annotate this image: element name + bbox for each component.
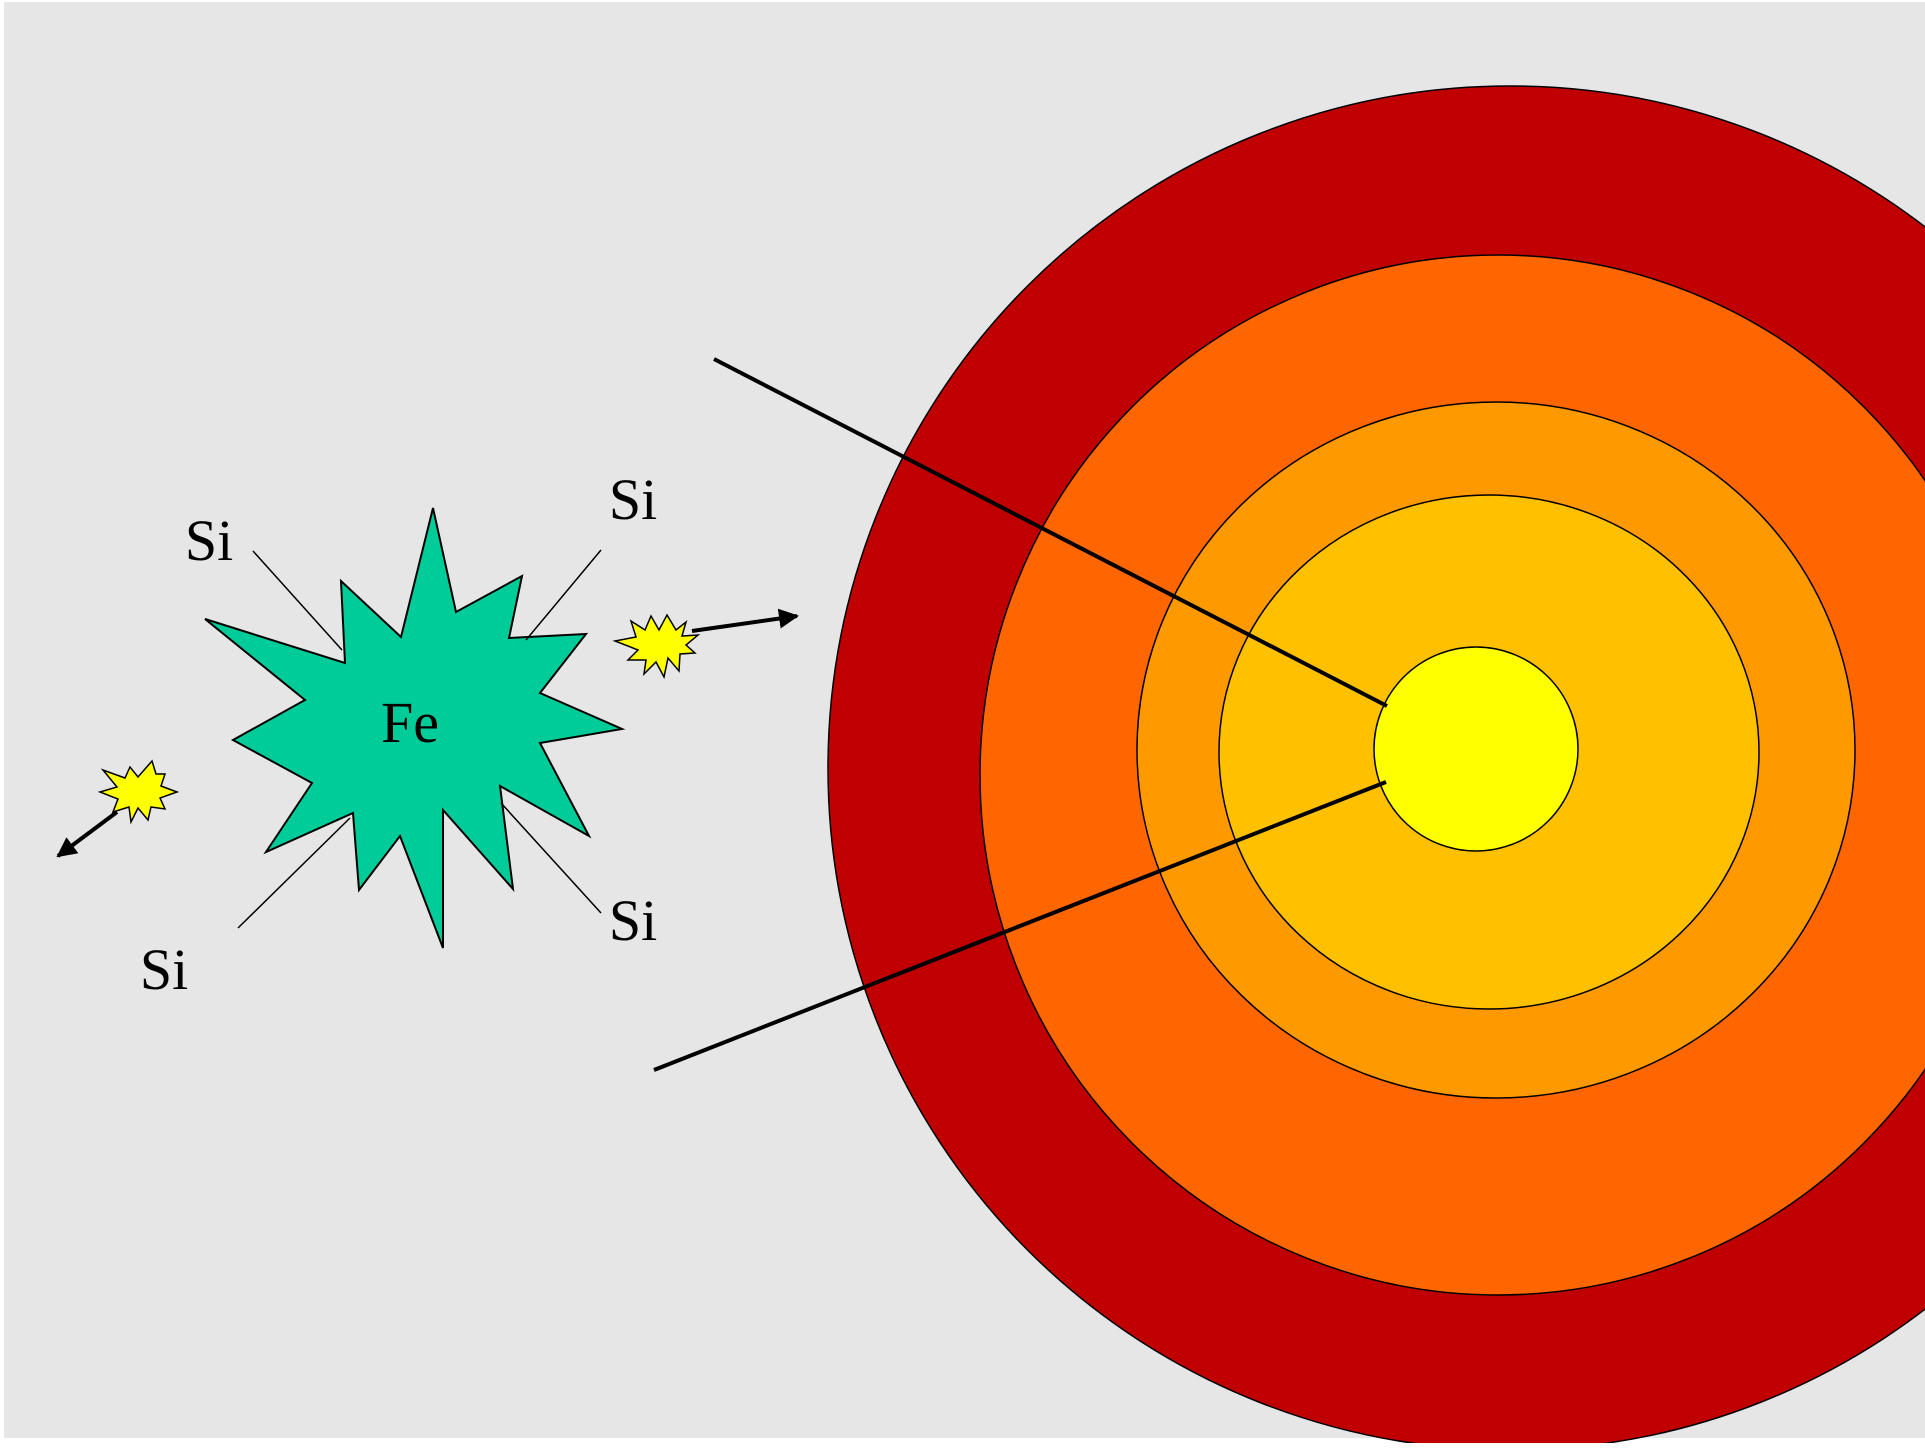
small-starburst-icon (97, 759, 180, 825)
wedge-line-upper (713, 357, 1388, 708)
si-label-top-left: Si (185, 508, 233, 573)
arrow-icon-left (56, 810, 119, 858)
si-label-top-right: Si (609, 467, 657, 532)
si-label-bottom-right: Si (609, 888, 657, 953)
small-starburst-icon (612, 613, 701, 680)
fe-label: Fe (381, 690, 439, 755)
core (1373, 646, 1579, 852)
si-label-bottom-left: Si (140, 937, 188, 1002)
si-line-top-right (525, 549, 602, 641)
fe-starburst-icon (204, 507, 626, 949)
arrow-icon-right (691, 608, 799, 633)
wedge-line-lower (653, 780, 1387, 1072)
si-line-bottom-left (237, 817, 351, 929)
si-line-bottom-right (500, 802, 602, 914)
si-line-top-left (252, 550, 343, 651)
